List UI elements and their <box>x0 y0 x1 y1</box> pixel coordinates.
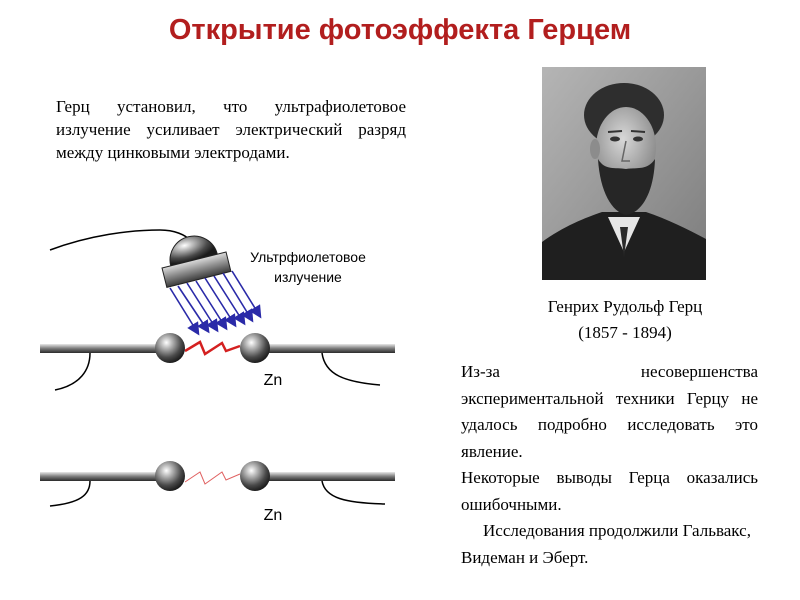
electrode-rod-left-top <box>40 344 170 353</box>
portrait-caption: Генрих Рудольф Герц (1857 - 1894) <box>505 294 745 346</box>
electrode-wire-left-bottom <box>49 480 91 507</box>
story-paragraph-1: Из-за несовершенства экспериментальной т… <box>461 362 758 461</box>
intro-paragraph: Герц установил, что ультрафиолетовое изл… <box>56 97 406 162</box>
electrode-ball-left-top <box>155 333 185 363</box>
uv-label-line1: Ультрфиолетовое <box>250 249 366 265</box>
uv-label-line2: излучение <box>274 269 342 285</box>
story-paragraph-3: Исследования продолжили Гальвакс, Видема… <box>461 521 751 567</box>
story-text: Из-за несовершенства экспериментальной т… <box>461 359 758 571</box>
experiment-diagram: Ультрфиолетовое излучение Zn Zn <box>40 229 395 524</box>
intro-text: Герц установил, что ультрафиолетовое изл… <box>56 95 406 164</box>
spark-weak <box>184 471 241 485</box>
spark-strong <box>184 340 241 356</box>
story-paragraph-2: Некоторые выводы Герца оказались ошибочн… <box>461 468 758 514</box>
uv-rays <box>169 270 262 336</box>
electrode-ball-left-bottom <box>155 461 185 491</box>
electrode-label-bottom: Zn <box>264 507 283 524</box>
electrode-wire-right-bottom <box>321 480 386 505</box>
electrode-rod-right-top <box>255 344 395 353</box>
uv-lamp <box>161 235 232 288</box>
electrode-wire-right-top <box>321 352 381 386</box>
lamp-wire <box>49 229 191 251</box>
hertz-portrait <box>542 67 706 280</box>
electrode-rod-right-bottom <box>255 472 395 481</box>
electrode-ball-right-bottom <box>240 461 270 491</box>
electrode-ball-right-top <box>240 333 270 363</box>
electrode-wire-left-top <box>54 352 91 391</box>
slide-title: Открытие фотоэффекта Герцем <box>168 14 632 46</box>
portrait-years: (1857 - 1894) <box>578 323 672 342</box>
portrait-name: Генрих Рудольф Герц <box>547 297 703 316</box>
electrode-label-top: Zn <box>264 372 283 389</box>
electrode-rod-left-bottom <box>40 472 170 481</box>
